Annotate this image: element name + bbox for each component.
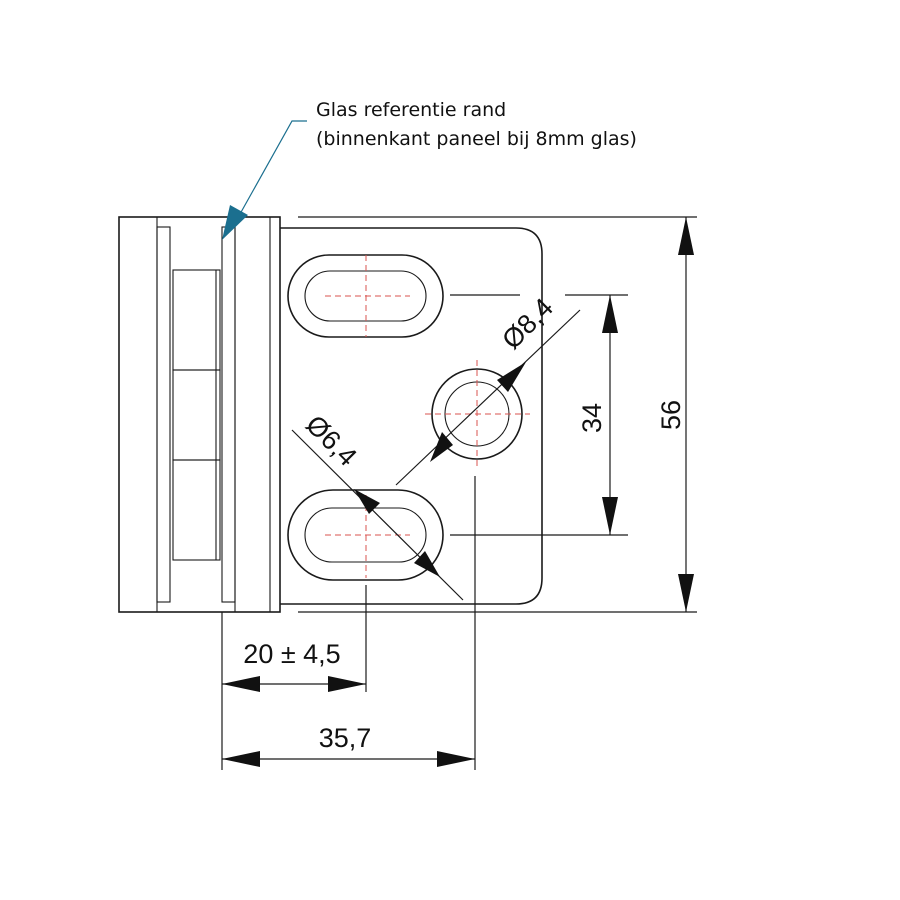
- dimension-overall-height: 56: [656, 217, 694, 612]
- arrowhead: [430, 432, 453, 462]
- arrowhead: [678, 574, 694, 612]
- clamp-inner-plate-right: [221, 226, 236, 603]
- arrowhead: [222, 751, 260, 767]
- arrowhead: [414, 551, 440, 577]
- note-line-1: Glas referentie rand: [316, 99, 506, 121]
- dimension-center-offset: 35,7: [222, 723, 475, 767]
- large-hole-diameter-label: Ø8,4: [496, 292, 559, 355]
- clamp-body: [118, 216, 281, 613]
- arrowhead: [678, 217, 694, 255]
- arrowhead: [354, 489, 380, 514]
- arrowhead: [222, 676, 260, 692]
- hole-spacing-label: 34: [577, 403, 607, 433]
- bottom-slot-outer: [287, 489, 444, 581]
- clamp-inner-plate-left: [156, 226, 171, 603]
- clamp-outline: [118, 216, 281, 613]
- rubber-pad: [172, 459, 221, 561]
- note-leader-arrowhead: [222, 205, 248, 240]
- note-line-2: (binnenkant paneel bij 8mm glas): [316, 128, 637, 150]
- dimension-hole-spacing: 34: [577, 295, 618, 535]
- plate-outline: [280, 227, 543, 605]
- glass-reference-note: Glas referentie rand (binnenkant paneel …: [222, 99, 637, 240]
- glass-offset-label: 20 ± 4,5: [243, 639, 340, 669]
- center-hole-outer: [431, 368, 523, 460]
- note-leader-line: [239, 120, 307, 215]
- slot-diameter-label: Ø6,4: [300, 409, 363, 472]
- rubber-pad: [172, 369, 221, 461]
- centerlines: [325, 255, 530, 578]
- arrowhead: [602, 295, 618, 333]
- arrowhead: [437, 751, 475, 767]
- extension-lines: [221, 216, 697, 770]
- arrowhead: [602, 497, 618, 535]
- dimension-slot: Ø6,4: [291, 409, 464, 601]
- diameter-leader-line: [395, 309, 581, 486]
- rubber-pad: [172, 269, 221, 371]
- arrowhead: [497, 362, 526, 392]
- dimension-glass-offset: 20 ± 4,5: [222, 639, 366, 692]
- center-offset-label: 35,7: [319, 723, 372, 753]
- dimension-large-hole: Ø8,4: [395, 292, 581, 486]
- arrowhead: [328, 676, 366, 692]
- overall-height-label: 56: [656, 400, 686, 430]
